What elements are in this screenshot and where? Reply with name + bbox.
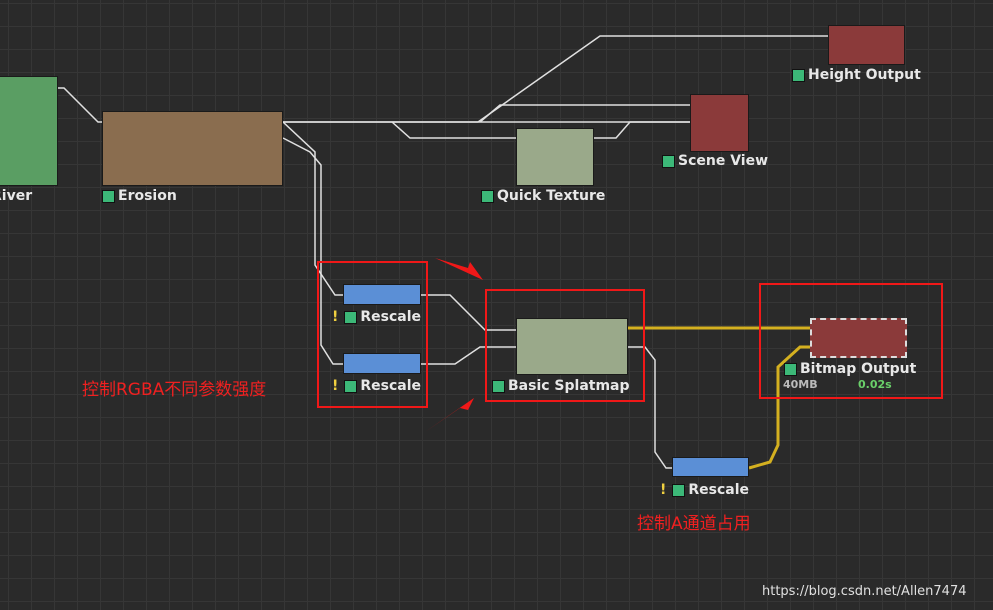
node-rescale-2-label: ! Rescale <box>332 378 421 394</box>
warning-icon: ! <box>660 482 667 498</box>
warning-icon: ! <box>332 378 339 394</box>
label-text: Erosion <box>118 188 177 204</box>
highlight-box-bitmap <box>759 283 943 399</box>
node-height-output-label: Height Output <box>792 67 921 83</box>
node-bitmap-output[interactable] <box>810 318 907 358</box>
status-indicator <box>662 154 675 168</box>
label-text: Height Output <box>808 67 921 83</box>
wire-erosion-rescale1 <box>282 121 345 296</box>
node-scene-view-label: Scene View <box>662 153 768 169</box>
highlight-box-rescales <box>317 261 428 408</box>
status-indicator <box>792 68 805 82</box>
wire-erosion-quicktex <box>479 104 690 123</box>
status-indicator <box>344 310 358 324</box>
status-indicator <box>672 483 686 497</box>
memory-usage: 40MB <box>783 378 818 391</box>
wire-rescale1-splat <box>421 294 518 331</box>
node-basic-splatmap[interactable] <box>516 318 628 375</box>
node-scene-view[interactable] <box>690 94 749 152</box>
node-erosion-label: Erosion <box>102 188 177 204</box>
status-indicator <box>481 189 494 203</box>
label-text: Basic Splatmap <box>508 378 630 394</box>
node-rescale-1-label: ! Rescale <box>332 309 421 325</box>
node-height-output[interactable] <box>828 25 905 65</box>
red-arrow-1 <box>435 258 483 280</box>
label-text: Rescale <box>360 378 422 394</box>
label-text: Scene View <box>678 153 769 169</box>
node-erosion[interactable] <box>102 111 283 186</box>
node-rescale-3-label: ! Rescale <box>660 482 749 498</box>
annotation-alpha: 控制A通道占用 <box>637 514 751 534</box>
highlight-box-splatmap <box>485 289 645 402</box>
node-river-label: River <box>0 188 33 204</box>
node-rescale-3[interactable] <box>672 457 749 477</box>
label-text: Quick Texture <box>497 188 606 204</box>
label-text: Rescale <box>360 309 422 325</box>
label-text: Rescale <box>688 482 750 498</box>
red-arrow-2 <box>425 398 474 432</box>
node-quick-texture[interactable] <box>516 128 594 186</box>
wire-splat-rescale3 <box>628 346 674 469</box>
node-rescale-1[interactable] <box>343 284 421 305</box>
status-indicator <box>102 189 115 203</box>
status-indicator <box>344 379 358 393</box>
wire-rescale3-bitmap-active <box>748 345 812 470</box>
warning-icon: ! <box>332 309 339 325</box>
node-river[interactable] <box>0 76 58 186</box>
label-text: Bitmap Output <box>800 361 917 377</box>
status-indicator <box>492 379 505 393</box>
annotation-rgba: 控制RGBA不同参数强度 <box>82 380 267 400</box>
wire-erosion-qt-in <box>391 121 518 139</box>
node-basic-splatmap-label: Basic Splatmap <box>492 378 630 394</box>
build-time: 0.02s <box>858 378 892 391</box>
status-indicator <box>784 362 797 376</box>
wire-quicktex-scene <box>594 121 690 139</box>
wire-rescale2-splat <box>421 346 518 365</box>
node-bitmap-output-label: Bitmap Output <box>784 361 916 377</box>
watermark: https://blog.csdn.net/Allen7474 <box>762 584 967 599</box>
wire-river-erosion <box>58 87 104 123</box>
node-rescale-2[interactable] <box>343 353 421 374</box>
wire-erosion-rescale2 <box>282 137 345 365</box>
node-quick-texture-label: Quick Texture <box>481 188 605 204</box>
